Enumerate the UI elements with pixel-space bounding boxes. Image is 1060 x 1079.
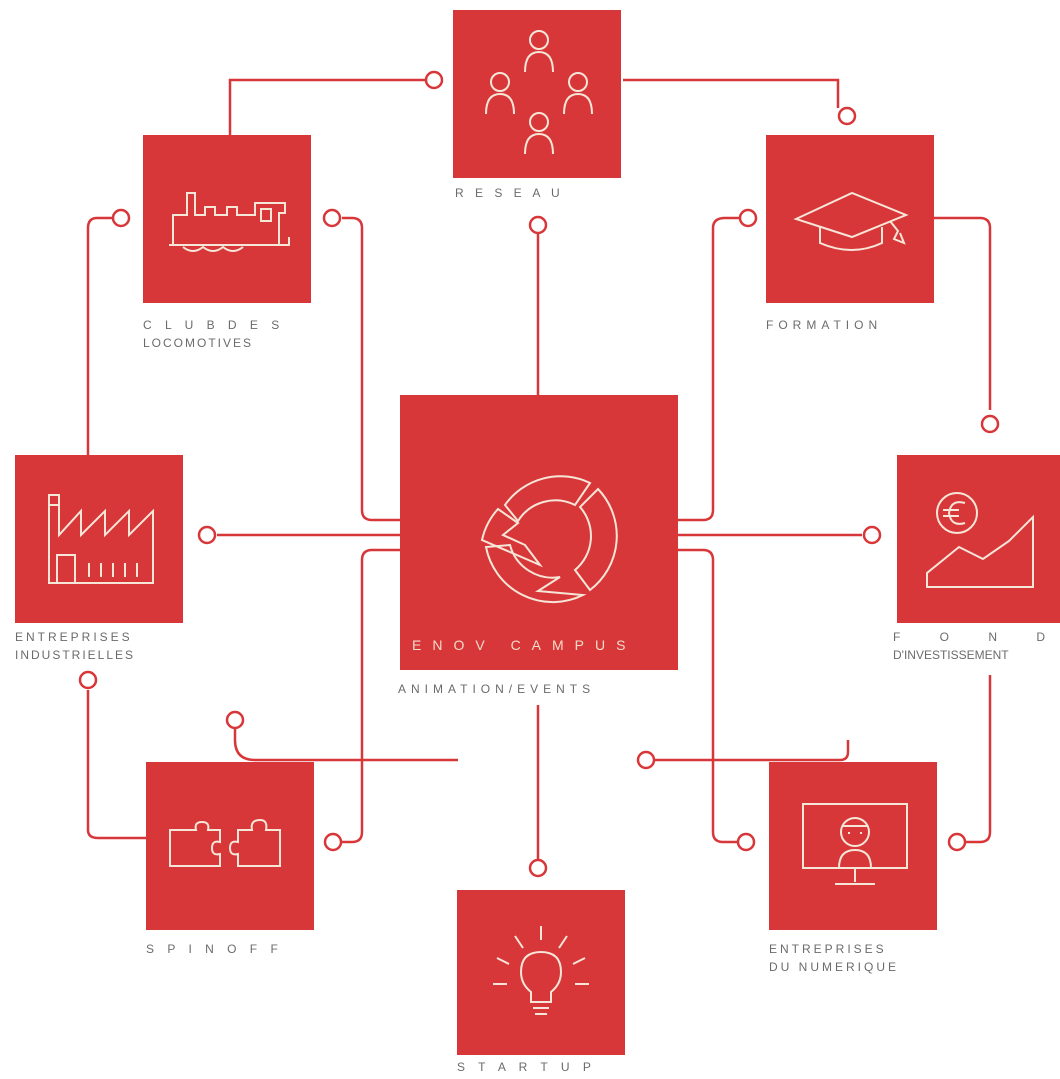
locomotive-icon bbox=[169, 192, 290, 252]
label-fond-investissement: F O N D D'INVESTISSEMENT bbox=[893, 628, 1060, 664]
node-entreprises-numerique[interactable] bbox=[769, 762, 937, 930]
lightbulb-icon bbox=[493, 926, 589, 1015]
puzzle-icon bbox=[169, 818, 281, 867]
label-fond-line1: F O N D bbox=[893, 630, 1060, 644]
label-club-line2: LOCOMOTIVES bbox=[143, 336, 254, 350]
node-club-locomotives[interactable] bbox=[143, 135, 311, 303]
label-numerique-line2: DU NUMERIQUE bbox=[769, 960, 900, 974]
node-spin-off[interactable] bbox=[146, 762, 314, 930]
label-reseau: R E S E A U bbox=[455, 186, 564, 200]
node-fond-investissement[interactable] bbox=[897, 455, 1060, 623]
label-numerique-line1: ENTREPRISES bbox=[769, 942, 887, 956]
center-tile-enov-campus[interactable]: ENOV CAMPUS bbox=[400, 395, 678, 670]
factory-icon bbox=[48, 494, 154, 584]
label-fond-line2: D'INVESTISSEMENT bbox=[893, 648, 1009, 662]
center-title: ENOV CAMPUS bbox=[412, 637, 637, 653]
label-industrie-line2: INDUSTRIELLES bbox=[15, 648, 136, 662]
node-reseau[interactable] bbox=[453, 10, 621, 178]
people-network-icon bbox=[485, 30, 593, 155]
graduation-cap-icon bbox=[793, 191, 909, 251]
label-entreprises-industrielles: ENTREPRISES INDUSTRIELLES bbox=[15, 628, 135, 664]
label-club-locomotives: C L U B D E S LOCOMOTIVES bbox=[143, 316, 284, 352]
label-start-up: S T A R T U P bbox=[457, 1060, 596, 1074]
label-formation: FORMATION bbox=[766, 318, 883, 332]
node-entreprises-industrielles[interactable] bbox=[15, 455, 183, 623]
label-entreprises-numerique: ENTREPRISES DU NUMERIQUE bbox=[769, 940, 899, 976]
node-start-up[interactable] bbox=[457, 890, 625, 1055]
label-spin-off: S P I N O F F bbox=[146, 942, 283, 956]
label-club-line1: C L U B D E S bbox=[143, 318, 285, 332]
enov-logo-icon bbox=[480, 475, 618, 604]
node-formation[interactable] bbox=[766, 135, 934, 303]
label-industrie-line1: ENTREPRISES bbox=[15, 630, 133, 644]
center-subtitle: ANIMATION/EVENTS bbox=[398, 682, 596, 696]
monitor-robot-icon bbox=[802, 803, 908, 885]
euro-chart-icon bbox=[926, 492, 1034, 588]
